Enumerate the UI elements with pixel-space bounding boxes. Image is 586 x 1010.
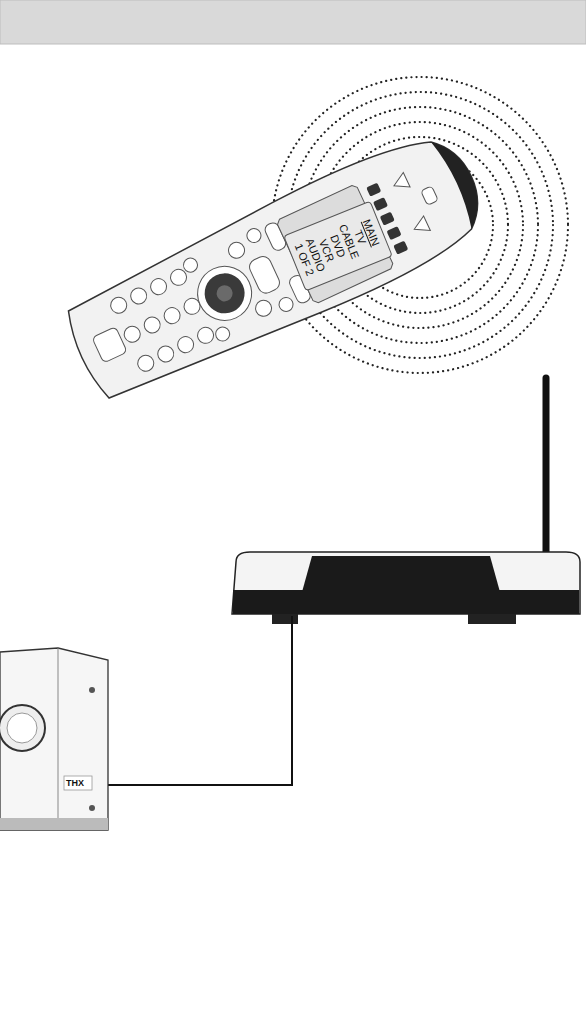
amplifier xyxy=(0,648,108,830)
remote-control xyxy=(56,120,497,413)
signal-rings xyxy=(272,77,568,373)
logo-text: THX xyxy=(66,778,84,788)
rf-base-station xyxy=(232,378,580,624)
header-band xyxy=(0,0,586,44)
